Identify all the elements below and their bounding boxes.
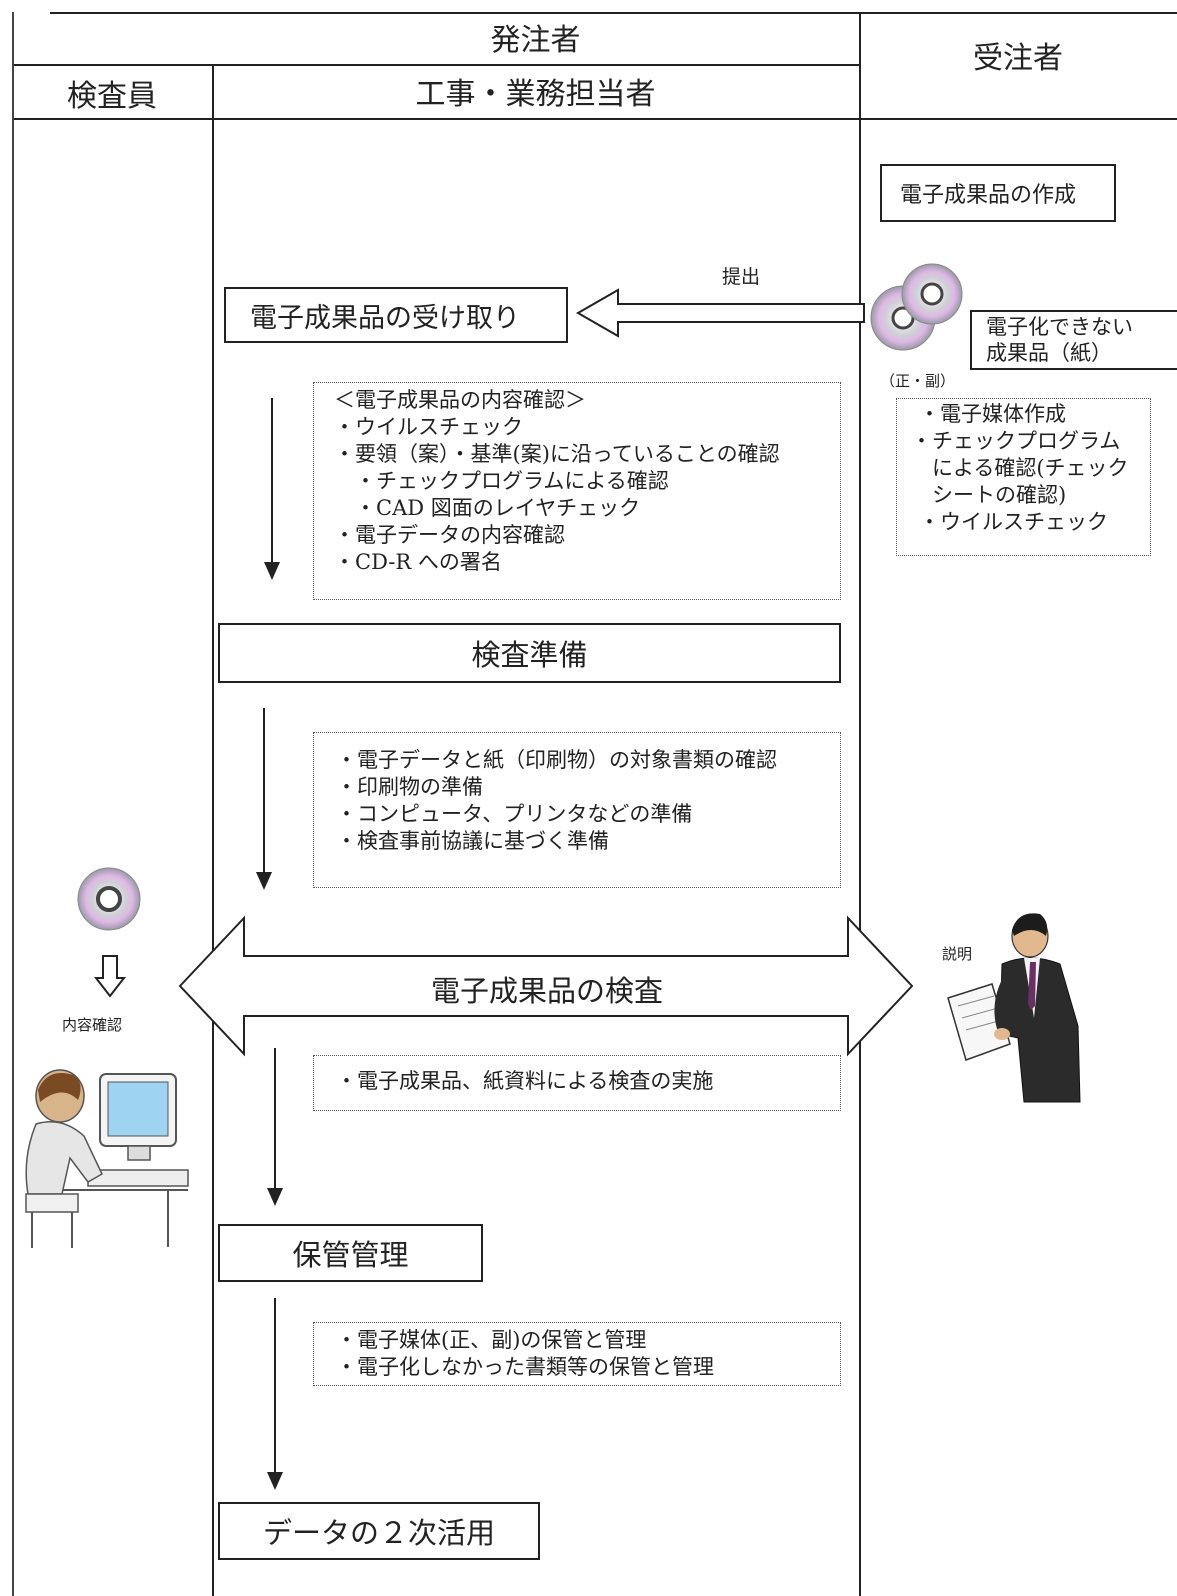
- presenter-icon: [947, 913, 1081, 1103]
- step-receive-label: 電子成果品の受け取り: [250, 302, 520, 334]
- receive-note: ・ウイルスチェック: [334, 415, 523, 439]
- paper-deliverable-line-2: 成果品（紙）: [986, 341, 1112, 365]
- prepare-note: ・電子データと紙（印刷物）の対象書類の確認: [336, 748, 777, 772]
- receive-note: ・CAD 図面のレイヤチェック: [334, 496, 641, 520]
- contractor-note: による確認(チェック: [911, 456, 1129, 480]
- inspect-note: ・電子成果品、紙資料による検査の実施: [336, 1069, 714, 1093]
- step-reuse-label: データの２次活用: [262, 1516, 495, 1550]
- content-check-label: 内容確認: [62, 1016, 123, 1034]
- contractor-note: ・ウイルスチェック: [919, 510, 1108, 534]
- contractor-note: シートの確認): [911, 483, 1067, 507]
- paper-deliverable-box: 電子化できない 成果品（紙）: [970, 310, 1177, 370]
- contractor-notes-box: ・電子媒体作成 ・チェックプログラム による確認(チェック シートの確認) ・ウ…: [896, 398, 1151, 556]
- step-store-box: 保管管理: [218, 1224, 483, 1282]
- step-prepare-label: 検査準備: [471, 638, 588, 672]
- receive-note: ・CD-R への署名: [334, 550, 502, 574]
- inspect-notes-box: ・電子成果品、紙資料による検査の実施: [313, 1055, 841, 1111]
- submit-label: 提出: [722, 266, 761, 288]
- prepare-note: ・コンピュータ、プリンタなどの準備: [336, 802, 693, 826]
- flow-arrow-2: [256, 708, 272, 890]
- inspect-double-arrow: [178, 915, 914, 1057]
- contractor-note: ・電子媒体作成: [919, 402, 1066, 426]
- step-create-label: 電子成果品の作成: [900, 183, 1077, 208]
- flow-arrow-3: [267, 1048, 283, 1206]
- cd-disc-icon: [77, 867, 141, 931]
- cd-caption: （正・副）: [880, 372, 956, 390]
- receive-notes-box: ＜電子成果品の内容確認＞ ・ウイルスチェック ・要領（案）・基準(案)に沿ってい…: [313, 382, 841, 600]
- header-staff: 工事・業務担当者: [415, 77, 656, 112]
- store-notes-box: ・電子媒体(正、副)の保管と管理 ・電子化しなかった書類等の保管と管理: [313, 1322, 841, 1386]
- cd-pair-icon: [870, 263, 963, 351]
- explain-label: 説明: [942, 945, 973, 963]
- step-receive-box: 電子成果品の受け取り: [224, 287, 568, 343]
- header-contractor: 受注者: [973, 41, 1063, 76]
- store-note: ・電子化しなかった書類等の保管と管理: [336, 1355, 714, 1379]
- flow-arrow-1: [264, 398, 280, 580]
- store-note: ・電子媒体(正、副)の保管と管理: [336, 1328, 647, 1352]
- receive-note: ・要領（案）・基準(案)に沿っていることの確認: [334, 442, 780, 466]
- submit-arrow: [575, 288, 865, 338]
- step-create-box: 電子成果品の作成: [880, 164, 1116, 222]
- step-inspect-label: 電子成果品の検査: [430, 974, 663, 1008]
- paper-deliverable-line-1: 電子化できない: [986, 315, 1133, 339]
- step-store-label: 保管管理: [292, 1238, 409, 1272]
- prepare-notes-box: ・電子データと紙（印刷物）の対象書類の確認 ・印刷物の準備 ・コンピュータ、プリ…: [313, 732, 841, 888]
- header-orderer: 発注者: [490, 23, 581, 58]
- computer-user-icon: [25, 1069, 189, 1248]
- step-reuse-box: データの２次活用: [218, 1502, 540, 1560]
- prepare-note: ・印刷物の準備: [336, 775, 483, 799]
- receive-note: ・電子データの内容確認: [334, 523, 565, 547]
- receive-note: ＜電子成果品の内容確認＞: [334, 388, 586, 412]
- prepare-note: ・検査事前協議に基づく準備: [336, 829, 609, 853]
- header-inspector: 検査員: [67, 79, 157, 114]
- contractor-note: ・チェックプログラム: [911, 429, 1121, 453]
- receive-note: ・チェックプログラムによる確認: [334, 469, 669, 493]
- flow-arrow-4: [267, 1298, 283, 1490]
- step-prepare-box: 検査準備: [218, 623, 841, 683]
- down-hollow-arrow-icon: [93, 955, 127, 998]
